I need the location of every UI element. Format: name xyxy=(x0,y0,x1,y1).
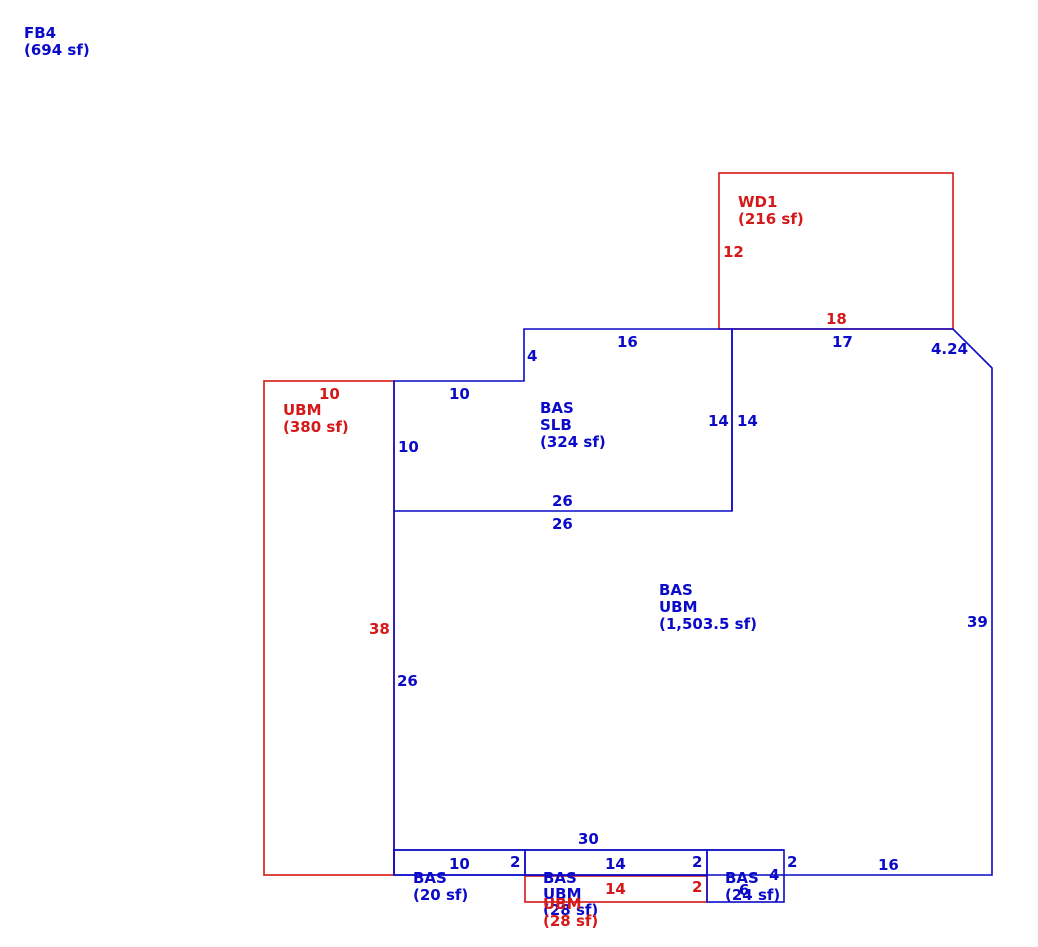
dim-bottom-strip-top: 30 xyxy=(578,830,599,848)
bas-slb-code1: BAS xyxy=(540,399,574,417)
dim-strip-mid-right: 2 xyxy=(692,853,702,871)
bas-ubm-main-code2: UBM xyxy=(659,598,698,616)
dim-red-strip-right: 2 xyxy=(692,878,702,896)
bas-small-right-outline xyxy=(706,849,785,903)
dim-strip-right-side: 4 xyxy=(769,866,779,884)
ubm-bottom-red-code: UBM xyxy=(543,895,582,913)
dim-red-strip-bottom: 14 xyxy=(605,880,626,898)
bas-slb-area: (324 sf) xyxy=(540,433,606,451)
bas-ubm-bottom-code1: BAS xyxy=(543,869,577,887)
dim-slb-right-outer: 14 xyxy=(737,412,758,430)
bas-ubm-main-code1: BAS xyxy=(659,581,693,599)
bas-ubm-main-area: (1,503.5 sf) xyxy=(659,615,757,633)
dim-main-top-right: 17 xyxy=(832,333,853,351)
dim-strip-left-bottom: 10 xyxy=(449,855,470,873)
ubm-left-area: (380 sf) xyxy=(283,418,349,436)
bas-small-right-code: BAS xyxy=(725,869,759,887)
ubm-left-code: UBM xyxy=(283,401,322,419)
dim-main-left: 26 xyxy=(397,672,418,690)
dim-slb-bottom: 26 xyxy=(552,492,573,510)
bas-ubm-bottom-code2: UBM xyxy=(543,885,582,903)
dim-slb-left-side: 10 xyxy=(398,438,419,456)
dim-main-bottom-right: 16 xyxy=(878,856,899,874)
summary-code: FB4 xyxy=(24,24,56,42)
dim-main-right: 39 xyxy=(967,613,988,631)
ubm-bottom-red-area: (28 sf) xyxy=(543,912,598,930)
dim-strip-left-right: 2 xyxy=(510,853,520,871)
bas-slb-code2: SLB xyxy=(540,416,572,434)
wd1-area: (216 sf) xyxy=(738,210,804,228)
dim-main-diagonal: 4.24 xyxy=(931,340,968,358)
dim-wd1-bottom: 18 xyxy=(826,310,847,328)
dim-ubm-top: 10 xyxy=(319,385,340,403)
dim-strip-right-bottom: 6 xyxy=(739,881,749,899)
summary-area: (694 sf) xyxy=(24,41,90,59)
bas-small-left-code: BAS xyxy=(413,869,447,887)
dim-slb-top: 16 xyxy=(617,333,638,351)
bas-small-left-area: (20 sf) xyxy=(413,886,468,904)
dim-ubm-right: 38 xyxy=(369,620,390,638)
bas-ubm-bottom-area: (28 sf) xyxy=(543,901,598,919)
dim-slb-right-inner: 14 xyxy=(708,412,729,430)
dim-slb-step: 4 xyxy=(527,347,537,365)
dim-wd1-left: 12 xyxy=(723,243,744,261)
dim-strip-mid-top: 14 xyxy=(605,855,626,873)
wd1-code: WD1 xyxy=(738,193,777,211)
bas-small-right-area: (24 sf) xyxy=(725,886,780,904)
dim-strip-right-right: 2 xyxy=(787,853,797,871)
dim-slb-left-top: 10 xyxy=(449,385,470,403)
dim-main-top-mid: 26 xyxy=(552,515,573,533)
